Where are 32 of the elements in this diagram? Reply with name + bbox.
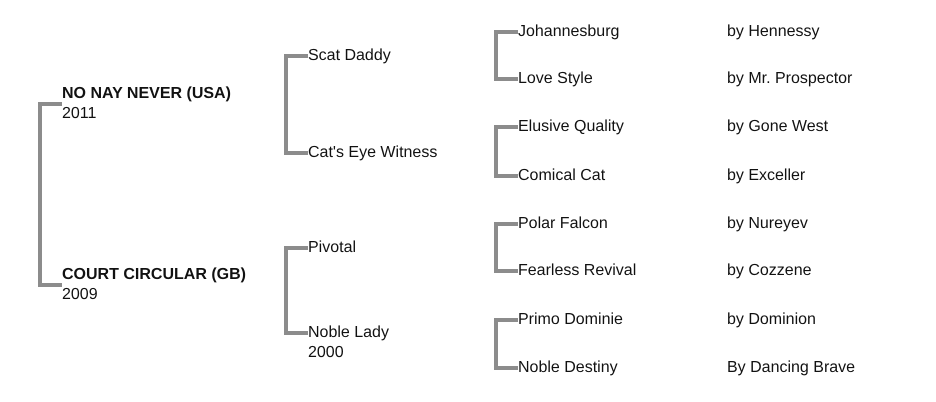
horse-name: Noble Lady [308, 323, 389, 343]
horse-name: Scat Daddy [308, 46, 391, 66]
horse-name: Love Style [518, 69, 593, 89]
pedigree-bracket [494, 318, 518, 370]
birth-year: 2000 [308, 343, 345, 363]
sire-note: by Exceller [727, 166, 806, 186]
horse-name: Noble Destiny [518, 358, 618, 378]
pedigree-bracket [494, 125, 518, 178]
horse-name: Johannesburg [518, 22, 620, 42]
sire-note: by Hennessy [727, 22, 820, 42]
horse-name: Elusive Quality [518, 117, 624, 137]
sire-note: by Dominion [727, 310, 816, 330]
sire-note: by Gone West [727, 117, 828, 137]
horse-name: Comical Cat [518, 166, 606, 186]
horse-name: COURT CIRCULAR (GB) [62, 265, 246, 285]
pedigree-bracket [284, 54, 308, 155]
birth-year: 2011 [62, 104, 98, 124]
birth-year: 2009 [62, 285, 99, 305]
sire-note: by Cozzene [727, 261, 812, 281]
horse-name: Primo Dominie [518, 310, 623, 330]
sire-note: by Nureyev [727, 214, 808, 234]
horse-name: Fearless Revival [518, 261, 636, 281]
sire-note: By Dancing Brave [727, 358, 856, 378]
horse-name: NO NAY NEVER (USA) [62, 84, 231, 104]
pedigree-bracket [38, 102, 62, 287]
sire-note: by Mr. Prospector [727, 69, 852, 89]
horse-name: Pivotal [308, 238, 356, 258]
pedigree-bracket [494, 222, 518, 273]
pedigree-bracket [494, 30, 518, 81]
horse-name: Cat's Eye Witness [308, 143, 438, 163]
horse-name: Polar Falcon [518, 214, 608, 234]
pedigree-bracket [284, 246, 308, 335]
